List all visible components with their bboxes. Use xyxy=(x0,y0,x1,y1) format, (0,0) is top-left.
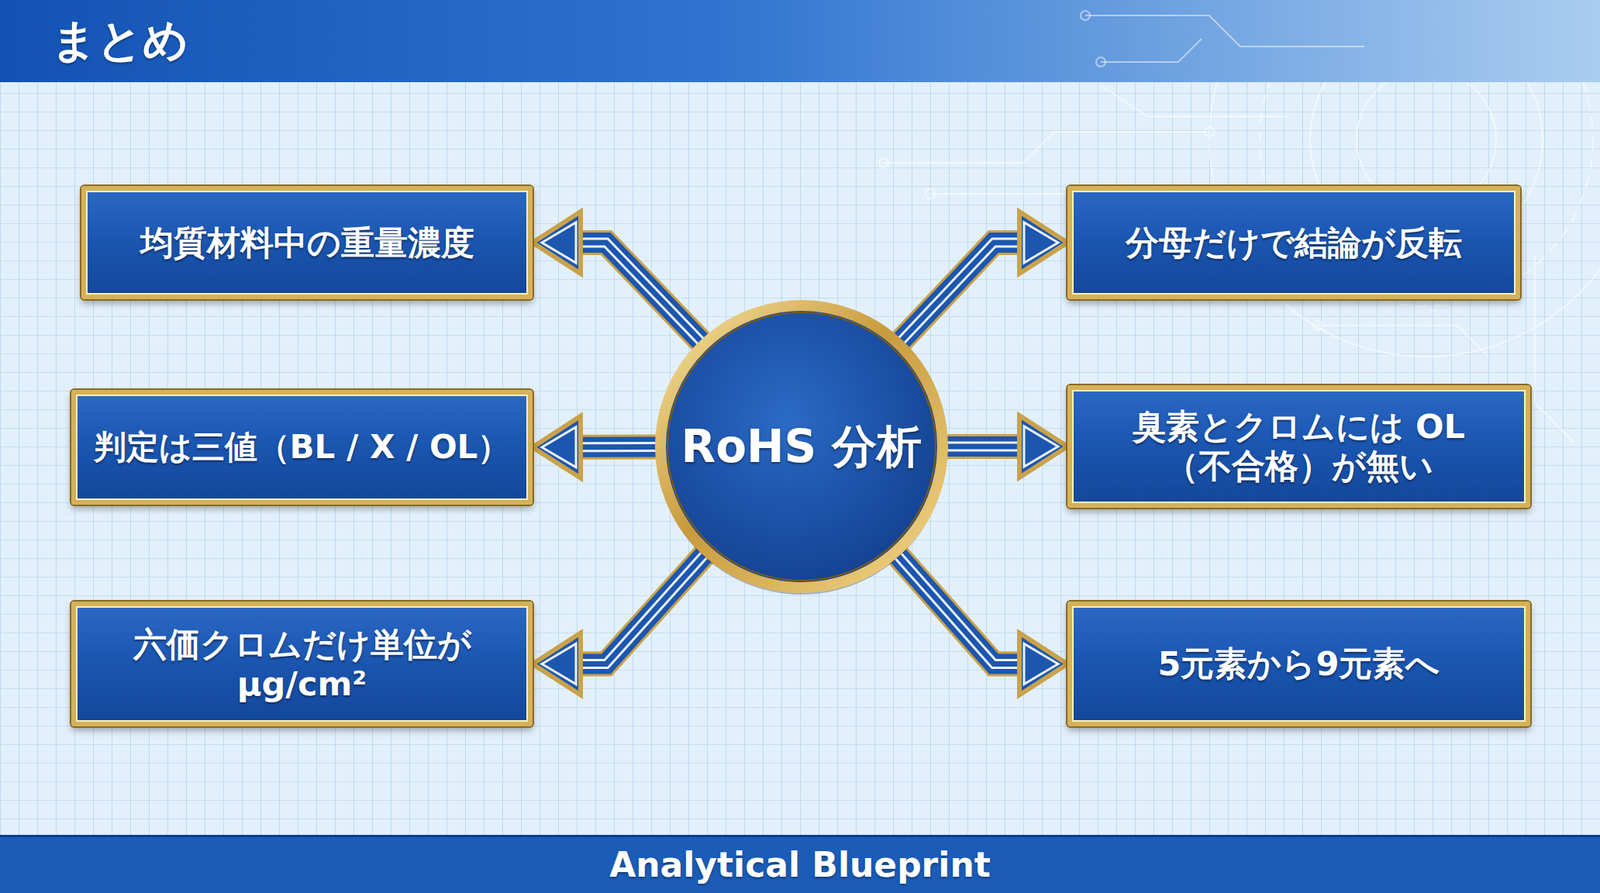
arrow-head-fill xyxy=(532,416,581,479)
hub-circle: RoHS 分析 xyxy=(653,298,950,595)
arrow-gold-edge xyxy=(900,242,1023,342)
arrow-head-stripe xyxy=(1024,426,1059,467)
connector-arrow xyxy=(896,554,1068,696)
arrow-head-stripe xyxy=(1024,644,1059,685)
arrow-gold-edge xyxy=(896,554,1023,665)
arrow-stripe xyxy=(944,441,1023,452)
arrow-head-stripe xyxy=(541,644,576,685)
hub-ring xyxy=(660,305,943,588)
footer-band xyxy=(0,836,1600,893)
node-text: 均質材料中の重量濃度 xyxy=(140,223,475,263)
arrow-stripe xyxy=(900,242,1023,342)
summary-box: 均質材料中の重量濃度 xyxy=(81,186,533,300)
connector-arrow xyxy=(532,416,659,479)
node-text: 判定は三値（BL / X / OL） xyxy=(93,427,511,467)
arrow-head-fill xyxy=(532,633,581,696)
node-text: 分母だけで結論が反転 xyxy=(1125,223,1463,263)
footer-rule xyxy=(0,834,1600,838)
arrow-shaft xyxy=(944,436,1023,457)
grid-paper xyxy=(0,82,1600,837)
arrow-head-stripe xyxy=(541,222,576,263)
arrow-stripe xyxy=(896,554,1023,665)
hub-shadow xyxy=(656,304,947,595)
arrow-shaft xyxy=(900,242,1023,342)
arrow-head xyxy=(1019,211,1068,274)
arrow-stripe xyxy=(577,441,659,452)
arrow-core xyxy=(944,444,1023,450)
connector-arrow xyxy=(532,553,706,696)
arrow-head-fill xyxy=(532,211,581,274)
summary-box: 5元素から9元素へ xyxy=(1067,601,1531,727)
arrow-core xyxy=(577,242,703,343)
hub-inner-ring xyxy=(667,312,936,581)
arrow-head xyxy=(1019,415,1068,478)
connector-arrow xyxy=(944,415,1068,478)
arrow-head xyxy=(532,211,581,274)
arrow-stripe xyxy=(577,242,703,343)
arrow-head-fill xyxy=(1019,633,1068,696)
arrow-stripe xyxy=(577,553,706,665)
arrow-core xyxy=(577,444,659,450)
arrow-head-stripe xyxy=(1024,222,1059,263)
footer-label: Analytical Blueprint xyxy=(0,836,1600,893)
summary-box: 分母だけで結論が反転 xyxy=(1067,186,1521,300)
summary-box: 判定は三値（BL / X / OL） xyxy=(71,389,533,505)
node-text: 六価クロムだけ単位が μg/cm² xyxy=(108,624,497,704)
node-text: 5元素から9元素へ xyxy=(1158,644,1441,684)
slide-title: まとめ xyxy=(51,0,517,83)
arrow-core xyxy=(896,554,1023,665)
arrow-core xyxy=(900,242,1023,342)
summary-box: 六価クロムだけ単位が μg/cm² xyxy=(71,601,533,727)
header-band xyxy=(0,0,1600,83)
arrow-gold-edge xyxy=(577,242,703,343)
arrow-shaft xyxy=(577,242,703,343)
arrow-head-fill xyxy=(1019,415,1068,478)
arrow-shaft xyxy=(896,554,1023,665)
arrow-gold-edge xyxy=(944,434,1023,459)
arrow-head xyxy=(1019,633,1068,696)
arrow-head-fill xyxy=(1019,211,1068,274)
node-text: 臭素とクロムには OL（不合格）が無い xyxy=(1089,406,1509,486)
summary-box: 臭素とクロムには OL（不合格）が無い xyxy=(1067,385,1531,508)
arrow-shaft xyxy=(577,553,706,665)
arrow-shaft xyxy=(577,437,659,458)
node-text: RoHS 分析 xyxy=(680,420,922,473)
arrow-head xyxy=(532,416,581,479)
arrow-gold-edge xyxy=(577,553,706,665)
arrow-head-stripe xyxy=(541,427,576,468)
connector-arrow xyxy=(532,211,703,343)
header-circuit xyxy=(1080,10,1365,67)
arrow-head xyxy=(532,633,581,696)
arrow-gold-edge xyxy=(577,434,659,460)
connector-arrow xyxy=(900,211,1068,342)
arrow-core xyxy=(577,553,706,665)
